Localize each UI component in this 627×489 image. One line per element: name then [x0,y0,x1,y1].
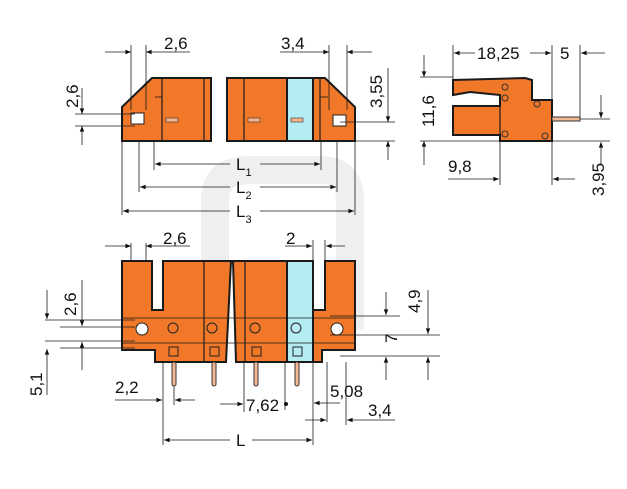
dim-front-left: 2,6 [163,229,187,248]
pin [211,361,217,387]
dim-side-width: 18,25 [477,44,520,63]
dim-front-508: 5,08 [330,382,363,401]
dim-front-34: 3,4 [368,401,392,420]
dim-side-height: 11,6 [419,95,438,127]
mounting-hole [130,112,145,125]
dim-front-marker: 2 [286,229,295,248]
dim-side-offset: 9,8 [448,157,472,176]
label-l2: L2 [236,178,252,202]
front-view: 2,6 2 2,6 5,1 4,9 7 2,2 7,62 5,08 3,4 L [27,229,440,450]
dim-front-pitch: 7,62 [246,396,279,415]
dim-side-pin-height: 3,95 [589,163,608,196]
watermark-logo [201,156,364,330]
dim-front-vert-left: 2,6 [61,292,80,316]
mounting-hole [332,114,347,127]
dim-top-vert-left: 2,6 [63,84,82,108]
dim-front-seven: 7 [382,334,401,343]
dim-front-pin-offset: 2,2 [115,378,139,397]
dim-front-length: L [236,431,245,450]
dim-side-pin: 5 [560,44,569,63]
pin [294,361,300,387]
pin [253,361,259,387]
dim-front-flange: 5,1 [27,372,46,396]
top-view: 2,6 3,4 2,6 3,55 L1 L2 L3 [63,34,395,226]
dim-top-right: 3,4 [281,34,305,53]
pin [171,361,177,387]
label-l1: L1 [236,155,252,179]
dim-top-vert-right: 3,55 [367,75,386,108]
dim-top-left: 2,6 [164,34,188,53]
dim-front-vert-right: 4,9 [405,289,424,313]
label-l3: L3 [236,202,252,226]
side-view: 18,25 5 11,6 9,8 3,95 [419,44,610,196]
